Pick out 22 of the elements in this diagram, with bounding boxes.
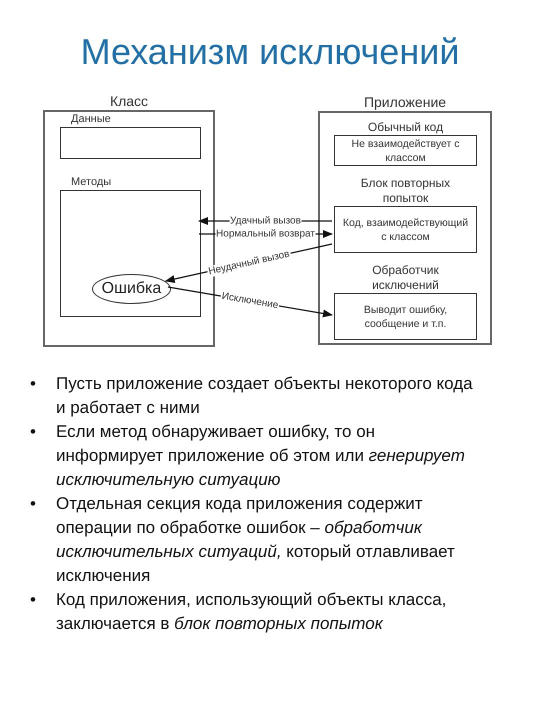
section-heading: Класс bbox=[110, 94, 148, 109]
box-text: Не взаимодействует с классом bbox=[350, 136, 460, 164]
error-ellipse: Ошибка bbox=[92, 274, 171, 304]
section-heading: Приложение bbox=[364, 95, 446, 110]
section-heading: Данные bbox=[71, 112, 111, 127]
bullet-text: Отдельная секция кода приложения содержит операции по обработке ошибок – обработчик исключительных ситуаций, который отлавливает исключения bbox=[56, 493, 456, 587]
section-heading: Обычный код bbox=[368, 120, 444, 135]
bullet-text: Пусть приложение создает объекты некоторого кода и работает с ними bbox=[56, 373, 474, 419]
bullet-mark: • bbox=[30, 493, 37, 515]
section-heading: Блок повторных попыток bbox=[360, 176, 452, 206]
bullet-text: Если метод обнаруживает ошибку, то он информирует приложение об этом или генерирует исключительную ситуацию bbox=[56, 421, 466, 491]
box-text: Выводит ошибку, сообщение и т.п. bbox=[362, 302, 448, 330]
bullet-text: Код приложения, использующий объекты класса, заключается в блок повторных попыток bbox=[56, 589, 448, 635]
bullet-mark: • bbox=[30, 589, 37, 611]
bullet-mark: • bbox=[30, 373, 37, 395]
slide-title: Механизм исключений bbox=[80, 30, 460, 74]
section-heading: Обработчик исключений bbox=[371, 263, 440, 293]
bullet-mark: • bbox=[30, 421, 37, 443]
box-text: Код, взаимодействующий с классом bbox=[342, 216, 470, 244]
section-heading: Методы bbox=[71, 175, 112, 190]
edge-label: Удачный вызов bbox=[229, 216, 302, 226]
edge-label: Нормальный возврат bbox=[215, 228, 316, 240]
